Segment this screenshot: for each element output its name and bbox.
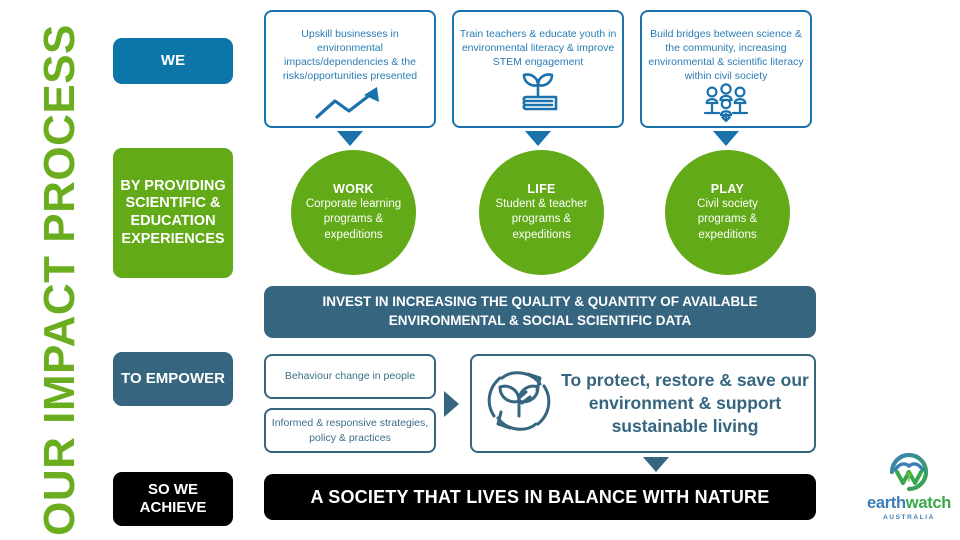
stage-pill-by-providing: BY PROVIDING SCIENTIFIC & EDUCATION EXPE… xyxy=(113,148,233,278)
activity-card-text-1: Upskill businesses in environmental impa… xyxy=(282,28,418,82)
stage-pill-to-empower: TO EMPOWER xyxy=(113,352,233,406)
stage-pill-so-we-achieve: SO WE ACHIEVE xyxy=(113,472,233,526)
growth-chart-icon xyxy=(313,83,387,126)
wordmark-earth: earth xyxy=(866,494,906,512)
book-sprout-icon xyxy=(512,71,564,120)
earthwatch-mark-icon xyxy=(889,452,929,492)
arrow-right-to-outcome xyxy=(444,391,459,417)
program-circle-work: WORK Corporate learning programs & exped… xyxy=(291,150,416,275)
program-circle-play: PLAY Civil society programs & expedition… xyxy=(665,150,790,275)
empower-box-behaviour: Behaviour change in people xyxy=(264,354,436,399)
wordmark-watch: watch xyxy=(905,494,952,512)
invest-banner-text: INVEST IN INCREASING THE QUALITY & QUANT… xyxy=(322,294,758,328)
program-circle-life: LIFE Student & teacher programs & expedi… xyxy=(479,150,604,275)
activity-card-life: Train teachers & educate youth in enviro… xyxy=(452,10,624,128)
arrow-down-card-1 xyxy=(337,131,363,146)
empower-box-strategies: Informed & responsive strategies, policy… xyxy=(264,408,436,453)
leaf-recycle-icon xyxy=(482,364,556,443)
earthwatch-logo: earthwatch AUSTRALIA xyxy=(862,450,956,526)
program-circle-title-3: PLAY xyxy=(710,182,745,197)
earthwatch-wordmark: earthwatch xyxy=(867,494,951,513)
stage-label-so-we-achieve: SO WE ACHIEVE xyxy=(139,480,207,516)
arrow-down-to-achievement xyxy=(643,457,669,472)
achievement-banner: A SOCIETY THAT LIVES IN BALANCE WITH NAT… xyxy=(264,474,816,520)
activity-card-play: Build bridges between science & the comm… xyxy=(640,10,812,128)
empower-box-text-2: Informed & responsive strategies, policy… xyxy=(271,417,429,444)
stage-label-we: WE xyxy=(160,51,186,69)
empower-box-text-1: Behaviour change in people xyxy=(284,370,416,383)
arrow-down-card-2 xyxy=(525,131,551,146)
page-title: OUR IMPACT PROCESS xyxy=(35,24,84,536)
program-circle-body-1: Corporate learning programs & expedition… xyxy=(305,198,402,241)
activity-card-work: Upskill businesses in environmental impa… xyxy=(264,10,436,128)
earthwatch-subtitle: AUSTRALIA xyxy=(883,514,935,521)
stage-label-to-empower: TO EMPOWER xyxy=(121,369,225,387)
program-circle-title-1: WORK xyxy=(333,182,374,197)
activity-card-text-3: Build bridges between science & the comm… xyxy=(648,28,804,82)
outcome-text: To protect, restore & save our environme… xyxy=(561,369,809,437)
community-people-icon xyxy=(695,83,757,128)
arrow-down-card-3 xyxy=(713,131,739,146)
achievement-banner-text: A SOCIETY THAT LIVES IN BALANCE WITH NAT… xyxy=(310,486,770,507)
outcome-box: To protect, restore & save our environme… xyxy=(470,354,816,453)
program-circle-body-3: Civil society programs & expeditions xyxy=(697,198,758,241)
stage-pill-we: WE xyxy=(113,38,233,84)
activity-card-text-2: Train teachers & educate youth in enviro… xyxy=(459,28,617,68)
program-circle-body-2: Student & teacher programs & expeditions xyxy=(495,198,588,241)
stage-label-by-providing: BY PROVIDING SCIENTIFIC & EDUCATION EXPE… xyxy=(120,177,226,247)
invest-banner: INVEST IN INCREASING THE QUALITY & QUANT… xyxy=(264,286,816,338)
program-circle-title-2: LIFE xyxy=(527,182,556,197)
